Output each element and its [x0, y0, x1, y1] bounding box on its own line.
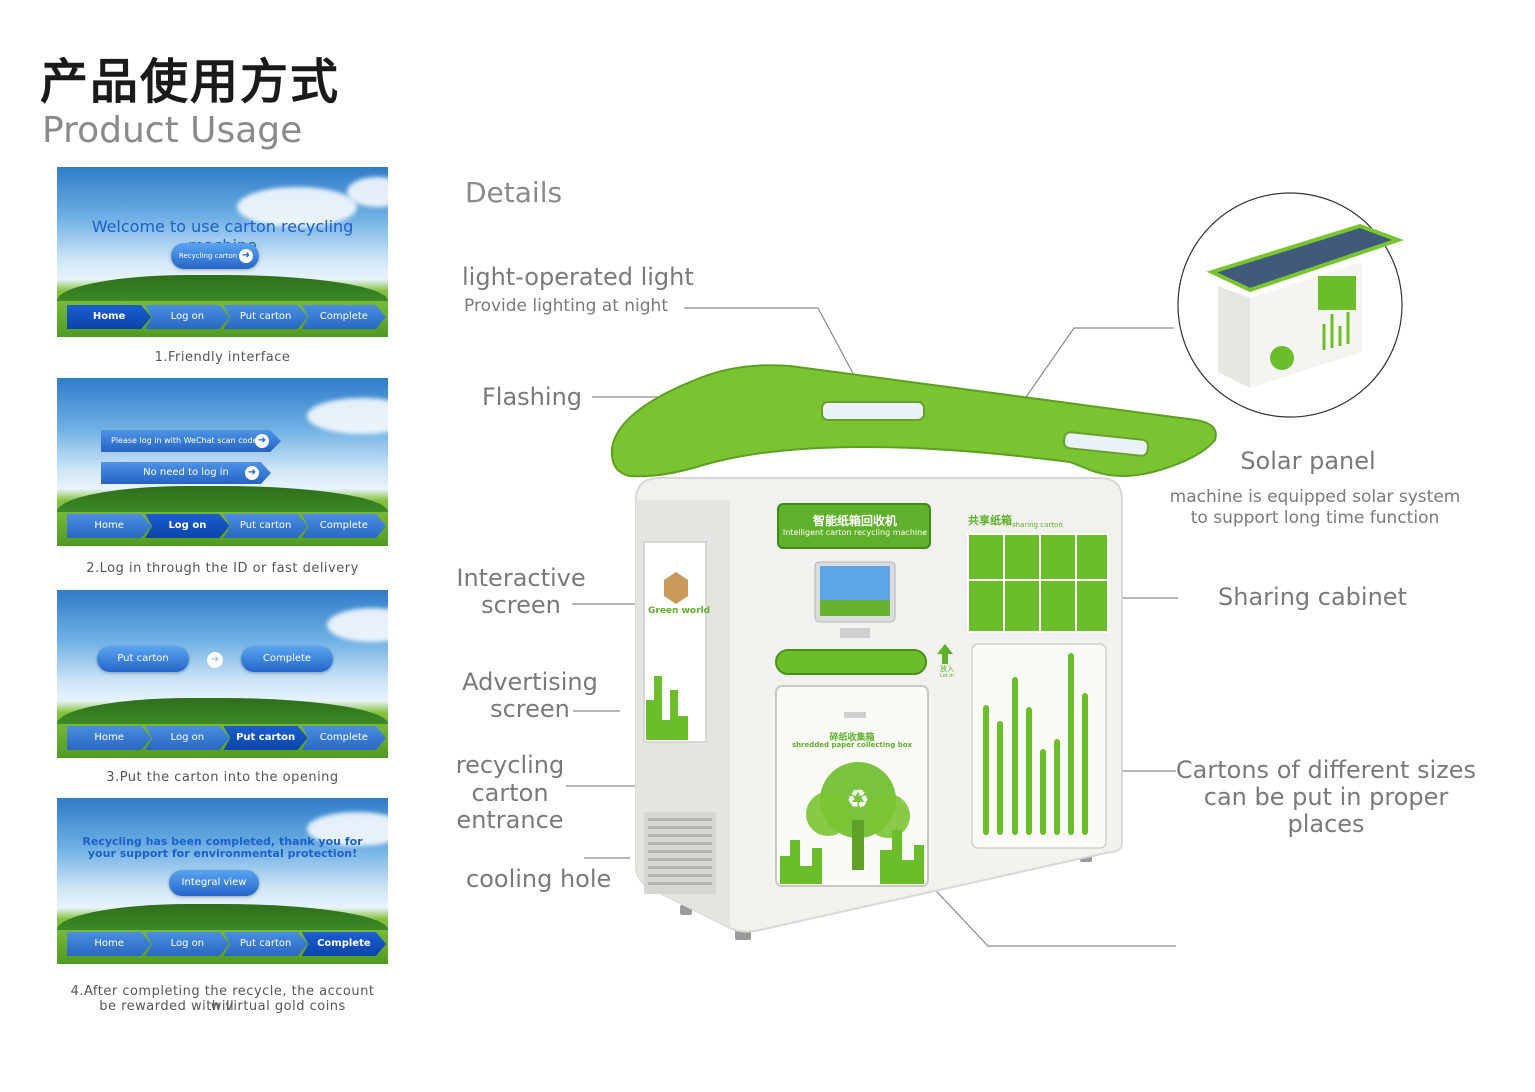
nav-log-on[interactable]: Log on — [145, 514, 230, 538]
step-nav: Home Log on Put carton Complete — [67, 726, 386, 750]
screen-panel-4: Recycling has been completed, thank you … — [57, 798, 388, 964]
wechat-login-label: Please log in with WeChat scan code — [111, 436, 258, 445]
nav-log-on[interactable]: Log on — [145, 305, 230, 329]
wechat-login-button[interactable]: Please log in with WeChat scan code ➜ — [101, 430, 281, 452]
nav-put-carton[interactable]: Put carton — [223, 932, 308, 956]
nav-put-carton[interactable]: Put carton — [223, 726, 308, 750]
solar-label: Solar panel — [1240, 447, 1376, 475]
nav-complete[interactable]: Complete — [301, 932, 386, 956]
nav-log-on[interactable]: Log on — [145, 932, 230, 956]
page-title-en: Product Usage — [42, 110, 303, 151]
arrow-right-icon: ➜ — [207, 652, 223, 668]
put-in-cn: 放入 — [940, 665, 954, 673]
sign-en: Intelligent carton recycling machine — [782, 528, 928, 537]
machine-sign — [777, 503, 931, 549]
box-cn: 碎纸收集箱 — [829, 733, 875, 743]
nav-complete[interactable]: Complete — [301, 514, 386, 538]
sharing-cabinet — [967, 533, 1109, 633]
nav-put-carton[interactable]: Put carton — [223, 514, 308, 538]
advertising-label-1: Advertising — [462, 668, 598, 696]
nav-put-carton[interactable]: Put carton — [223, 305, 308, 329]
page-title-cn: 产品使用方式 — [40, 54, 341, 110]
cartons-label-2: can be put in proper places — [1203, 783, 1449, 838]
box-en: shredded paper collecting box — [791, 741, 913, 749]
cooling-label: cooling hole — [466, 865, 612, 893]
interactive-label-2: screen — [481, 591, 561, 619]
caption-4a: 4.After completing the recycle, the acco… — [70, 984, 375, 1014]
put-carton-button[interactable]: Put carton — [97, 646, 189, 672]
light-operated-light-2 — [1062, 431, 1150, 457]
nav-home[interactable]: Home — [67, 932, 152, 956]
light-sublabel: Provide lighting at night — [464, 296, 668, 316]
cartons-label-1: Cartons of different sizes — [1175, 756, 1477, 784]
no-login-label: No need to log in — [143, 467, 229, 478]
ad-text: Green world — [648, 606, 711, 616]
complete-button[interactable]: Complete — [241, 646, 333, 672]
caption-4b: be rewarded with virtual gold coins — [99, 999, 346, 1014]
nav-complete[interactable]: Complete — [301, 726, 386, 750]
recycling-carton-entrance — [775, 649, 927, 675]
step-nav: Home Log on Put carton Complete — [67, 932, 386, 956]
caption-3: 3.Put the carton into the opening — [106, 770, 339, 785]
details-heading: Details — [465, 176, 563, 209]
screen-panel-2: Please log in with WeChat scan code ➜ No… — [57, 378, 388, 546]
light-operated-light-1 — [821, 401, 925, 421]
svg-text:♻: ♻ — [846, 785, 869, 815]
nav-home[interactable]: Home — [67, 305, 152, 329]
recycling-carton-label: Recycling carton — [178, 252, 238, 260]
nav-complete[interactable]: Complete — [301, 305, 386, 329]
nav-log-on[interactable]: Log on — [145, 726, 230, 750]
flashing-label: Flashing — [482, 383, 583, 411]
cabinet-cn: 共享纸箱 — [968, 514, 1012, 527]
arrow-right-icon: ➜ — [245, 466, 259, 480]
interactive-label-1: Interactive — [456, 564, 586, 592]
recycling-label-3: entrance — [456, 806, 564, 834]
solar-sublabel-1: machine is equipped solar system — [1169, 487, 1461, 507]
caption-1: 1.Friendly interface — [154, 350, 291, 365]
cabinet-en: sharing carton — [1012, 521, 1063, 529]
recycling-label-2: carton — [471, 779, 549, 807]
light-label: light-operated light — [462, 263, 694, 291]
no-login-button[interactable]: No need to log in ➜ — [101, 462, 271, 484]
arrow-right-icon: ➜ — [239, 249, 253, 263]
put-in-en: Let in — [940, 673, 954, 679]
recycling-carton-button[interactable]: Recycling carton ➜ — [171, 243, 259, 269]
nav-home[interactable]: Home — [67, 726, 152, 750]
recycling-label-1: recycling — [455, 751, 565, 779]
screen-panel-3: Put carton ➜ Complete Home Log on Put ca… — [57, 590, 388, 758]
caption-2: 2.Log in through the ID or fast delivery — [86, 561, 359, 576]
nav-home[interactable]: Home — [67, 514, 152, 538]
screen-panel-1: Welcome to use carton recycling machine … — [57, 167, 388, 337]
solar-sublabel-2: to support long time function — [1190, 508, 1440, 528]
step-nav: Home Log on Put carton Complete — [67, 514, 386, 538]
integral-view-button[interactable]: Integral view — [169, 870, 259, 896]
sign-cn: 智能纸箱回收机 — [812, 514, 897, 528]
completion-message: Recycling has been completed, thank you … — [82, 835, 363, 860]
advertising-label-2: screen — [490, 695, 570, 723]
arrow-right-icon: ➜ — [255, 434, 269, 448]
step-nav: Home Log on Put carton Complete — [67, 305, 386, 329]
sharing-label: Sharing cabinet — [1218, 583, 1407, 611]
